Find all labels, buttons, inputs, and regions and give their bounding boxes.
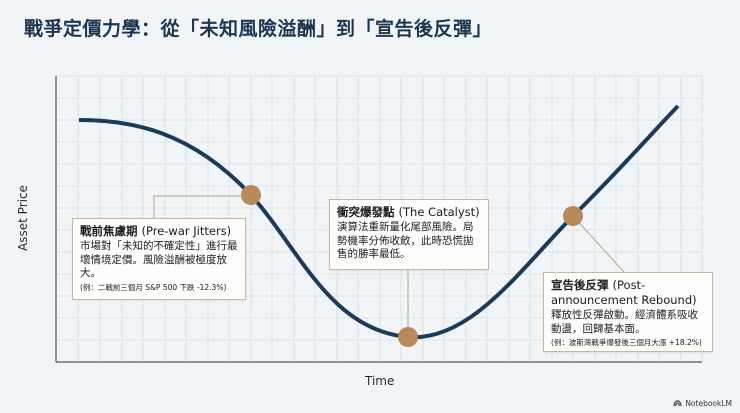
connectors xyxy=(153,195,625,337)
callout-note: (例：二戰前三個月 S&P 500 下跌 -12.3%) xyxy=(80,282,227,292)
callout-title: 戰前焦慮期 (Pre-war Jitters) xyxy=(80,224,238,239)
marker-catalyst xyxy=(398,327,418,347)
y-axis-label: Asset Price xyxy=(16,185,30,251)
callout-body: 演算法重新量化尾部風險。局勢機率分佈收斂，此時恐慌拋售的勝率最低。 xyxy=(337,221,474,260)
callout-title-zh: 衝突爆發點 xyxy=(337,205,395,219)
notebooklm-logo-icon xyxy=(673,400,682,407)
notebooklm-branding: NotebookLM xyxy=(673,399,732,408)
callout-title-en: (Post-announcement Rebound) xyxy=(551,278,697,307)
callout-title-zh: 戰前焦慮期 xyxy=(80,224,138,238)
callout-body: 釋放性反彈啟動。經濟體系吸收動盪，回歸基本面。 xyxy=(551,309,698,335)
x-axis-label: Time xyxy=(365,374,395,388)
callout-title-en: (Pre-war Jitters) xyxy=(141,224,232,238)
callout-note: (例：波斯灣戰爭爆發後三個月大漲 +18.2%) xyxy=(551,338,702,347)
markers xyxy=(241,185,583,347)
callout-title-zh: 宣告後反彈 xyxy=(551,278,609,292)
callout-title: 宣告後反彈 (Post-announcement Rebound) xyxy=(551,278,705,308)
marker-pre-war xyxy=(241,185,261,205)
callout-body: 市場對「未知的不確定性」進行最壞情境定價。風險溢酬被極度放大。 xyxy=(80,240,238,279)
callout-rebound: 宣告後反彈 (Post-announcement Rebound) 釋放性反彈啟… xyxy=(543,272,713,352)
brand-label: NotebookLM xyxy=(685,399,732,408)
marker-rebound xyxy=(563,206,583,226)
callout-pre-war: 戰前焦慮期 (Pre-war Jitters) 市場對「未知的不確定性」進行最壞… xyxy=(72,218,246,300)
callout-title-en: (The Catalyst) xyxy=(398,205,480,219)
axes xyxy=(55,76,702,363)
callout-catalyst: 衝突爆發點 (The Catalyst) 演算法重新量化尾部風險。局勢機率分佈收… xyxy=(329,199,489,270)
page-title: 戰爭定價力學：從「未知風險溢酬」到「宣告後反彈」 xyxy=(24,18,493,40)
callout-title: 衝突爆發點 (The Catalyst) xyxy=(337,205,481,220)
